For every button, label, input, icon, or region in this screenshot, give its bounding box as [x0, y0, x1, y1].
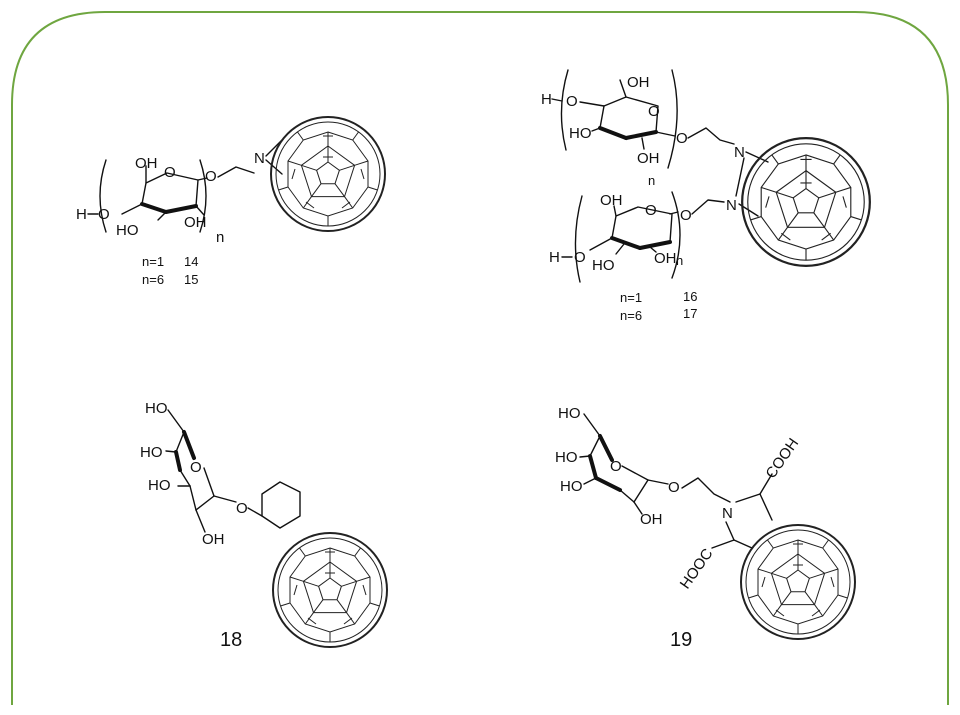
carboxyl-label: COOH: [762, 435, 802, 482]
oxygen-label: O: [566, 93, 578, 110]
glycosidic-oxygen-label: O: [680, 207, 692, 224]
carboxyl-label: HOOC: [677, 545, 717, 592]
hydroxyl-label: OH: [135, 155, 158, 172]
hydroxyl-label: OH: [627, 74, 650, 91]
fullerene-c60: [741, 137, 871, 267]
fullerene-c60: [272, 532, 388, 648]
compound-n-label: n=6: [142, 272, 164, 287]
hydroxyl-label: OH: [640, 511, 663, 528]
nitrogen-label: N: [734, 144, 745, 161]
glycosidic-oxygen-label: O: [668, 479, 680, 496]
ring-oxygen-label: O: [190, 459, 202, 476]
nitrogen-label: N: [254, 150, 265, 167]
nitrogen-label: N: [722, 505, 733, 522]
ring-oxygen-label: O: [164, 164, 176, 181]
compound-n-label: n=1: [620, 290, 642, 305]
hydroxyl-label: OH: [202, 531, 225, 548]
hydroxyl-label: OH: [637, 150, 660, 167]
hydroxyl-label: HO: [555, 449, 578, 466]
hydroxyl-label: HO: [560, 478, 583, 495]
compound-number-label: 16: [683, 289, 697, 304]
compound-number-label: 18: [220, 629, 242, 651]
compound-number-label: 19: [670, 629, 692, 651]
hydrogen-label: H: [541, 91, 552, 108]
compound-19: HO O HO HO OH O N COOH HOOC 19: [555, 405, 856, 651]
hydroxyl-label: HO: [148, 477, 171, 494]
nitrogen-label: N: [726, 197, 737, 214]
hydroxyl-label: HO: [558, 405, 581, 422]
compound-number-label: 14: [184, 254, 198, 269]
compound-number-label: 17: [683, 306, 697, 321]
repeat-count-label: n: [216, 229, 224, 246]
oxygen-label: O: [574, 249, 586, 266]
hydroxyl-label: OH: [654, 250, 677, 267]
hydrogen-label: H: [76, 206, 87, 223]
glycosidic-oxygen-label: O: [676, 130, 688, 147]
compound-14-15: O OH OH HO O H n O N n=1 14 n=6 15: [76, 116, 386, 287]
hydroxyl-label: HO: [140, 444, 163, 461]
glycosidic-oxygen-label: O: [236, 500, 248, 517]
hydroxyl-label: HO: [145, 400, 168, 417]
compound-number-label: 15: [184, 272, 198, 287]
compound-n-label: n=6: [620, 308, 642, 323]
hydrogen-label: H: [549, 249, 560, 266]
hydroxyl-label: HO: [116, 222, 139, 239]
fullerene-c60: [740, 524, 856, 640]
hydroxyl-label: HO: [592, 257, 615, 274]
repeat-count-label: n: [648, 173, 655, 188]
hydroxyl-label: HO: [569, 125, 592, 142]
fullerene-c60: [270, 116, 386, 232]
compound-18: HO O HO HO OH O 18: [140, 400, 388, 651]
repeat-count-label: n: [676, 253, 683, 268]
frame-border: [11, 11, 949, 705]
ring-oxygen-label: O: [645, 202, 657, 219]
compound-n-label: n=1: [142, 254, 164, 269]
hydroxyl-label: OH: [600, 192, 623, 209]
ring-oxygen-label: O: [610, 458, 622, 475]
glycosidic-oxygen-label: O: [205, 168, 217, 185]
hydroxyl-label: OH: [184, 214, 207, 231]
oxygen-label: O: [98, 206, 110, 223]
ring-oxygen-label: O: [648, 103, 660, 120]
compound-16-17: O OH O H HO OH n O N O OH O H HO OH n O: [541, 69, 871, 323]
